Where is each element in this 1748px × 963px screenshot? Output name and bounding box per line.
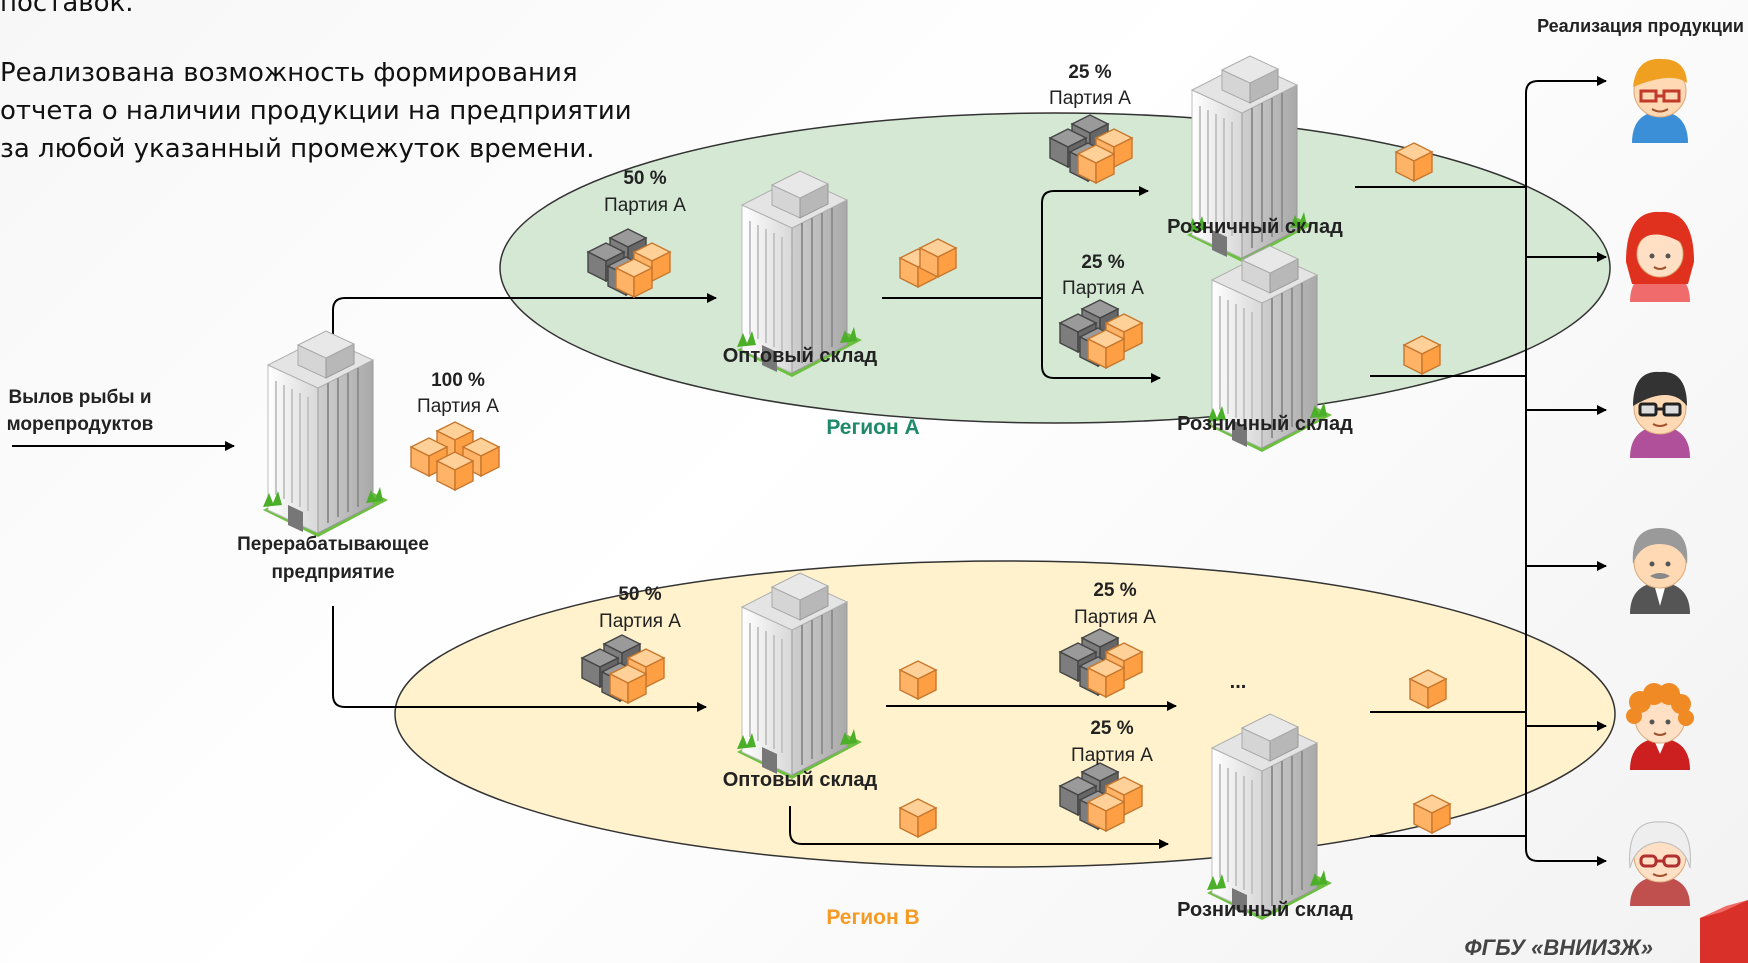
processor-label-line2: предприятие (271, 562, 394, 583)
input-label-line2: морепродуктов (7, 414, 154, 435)
customer-dark-glasses-icon (1630, 371, 1690, 458)
wholesale-a-label: Оптовый склад (723, 345, 878, 367)
box-icon (899, 660, 937, 700)
footer-organization: ФГБУ «ВНИИЗЖ» (1464, 935, 1653, 960)
intro-paragraph: Реализована возможность формирования отч… (0, 58, 632, 164)
box-icon (1403, 335, 1441, 375)
arrow-to-retail-b2 (789, 806, 1169, 849)
region-b-title: Регион В (826, 906, 919, 929)
box-icon (1409, 669, 1447, 709)
wholesale-b-percent: 50 % (618, 584, 661, 605)
wholesale-b-batch: Партия А (599, 611, 681, 632)
arrow-to-customer-6 (1525, 93, 1607, 866)
box-icon (919, 238, 957, 278)
retail-a2-percent: 25 % (1081, 252, 1124, 273)
intro-line: поставок. (0, 0, 134, 18)
customer-glasses-icon (1632, 58, 1688, 143)
retail-a1-label: Розничный склад (1167, 216, 1343, 238)
retail-b2-percent: 25 % (1090, 718, 1133, 739)
retail-b1-percent: 25 % (1093, 580, 1136, 601)
arrow-to-wholesale-a (332, 293, 717, 360)
processor-label-line1: Перерабатывающее (237, 534, 429, 555)
processor-building-icon (262, 330, 389, 538)
retail-b1-label: ... (1230, 671, 1247, 693)
wholesale-b-label: Оптовый склад (723, 769, 878, 791)
customer-elder-icon (1630, 528, 1690, 614)
box-icon (1413, 794, 1451, 834)
box-icon (899, 798, 937, 838)
box-icon (1395, 142, 1433, 182)
intro-text: поставок. Реализована возможность формир… (0, 0, 640, 200)
corner-accent (1700, 900, 1748, 963)
arrow-to-retail-a1 (1041, 186, 1149, 204)
retail-b1-batch: Партия А (1074, 607, 1156, 628)
retail-b2-label: Розничный склад (1177, 899, 1353, 921)
customer-redhair-icon (1626, 211, 1694, 302)
retail-a1-batch: Партия А (1049, 88, 1131, 109)
customer-curly-icon (1626, 683, 1694, 770)
input-label-line1: Вылов рыбы и (8, 387, 151, 408)
arrow-to-customer-1 (1525, 76, 1607, 94)
retail-a2-batch: Партия А (1062, 278, 1144, 299)
wholesale-a-batch: Партия А (604, 195, 686, 216)
sales-title: Реализация продукции (1537, 16, 1744, 36)
wholesale-a-percent: 50 % (623, 168, 666, 189)
retail-a2-label: Розничный склад (1177, 413, 1353, 435)
wholesale-b-building-icon (736, 572, 863, 780)
processor-boxes-icon (411, 422, 499, 490)
processor-percent: 100 % (431, 370, 485, 391)
retail-a1-percent: 25 % (1068, 62, 1111, 83)
retail-b2-batch: Партия А (1071, 745, 1153, 766)
arrow-to-retail-a2 (1041, 203, 1161, 383)
processor-batch: Партия А (417, 396, 499, 417)
retail-b2-building-icon (1206, 713, 1333, 921)
region-a-title: Регион А (826, 416, 919, 439)
customer-grandma-icon (1629, 821, 1691, 906)
arrow-to-wholesale-b (332, 606, 707, 712)
